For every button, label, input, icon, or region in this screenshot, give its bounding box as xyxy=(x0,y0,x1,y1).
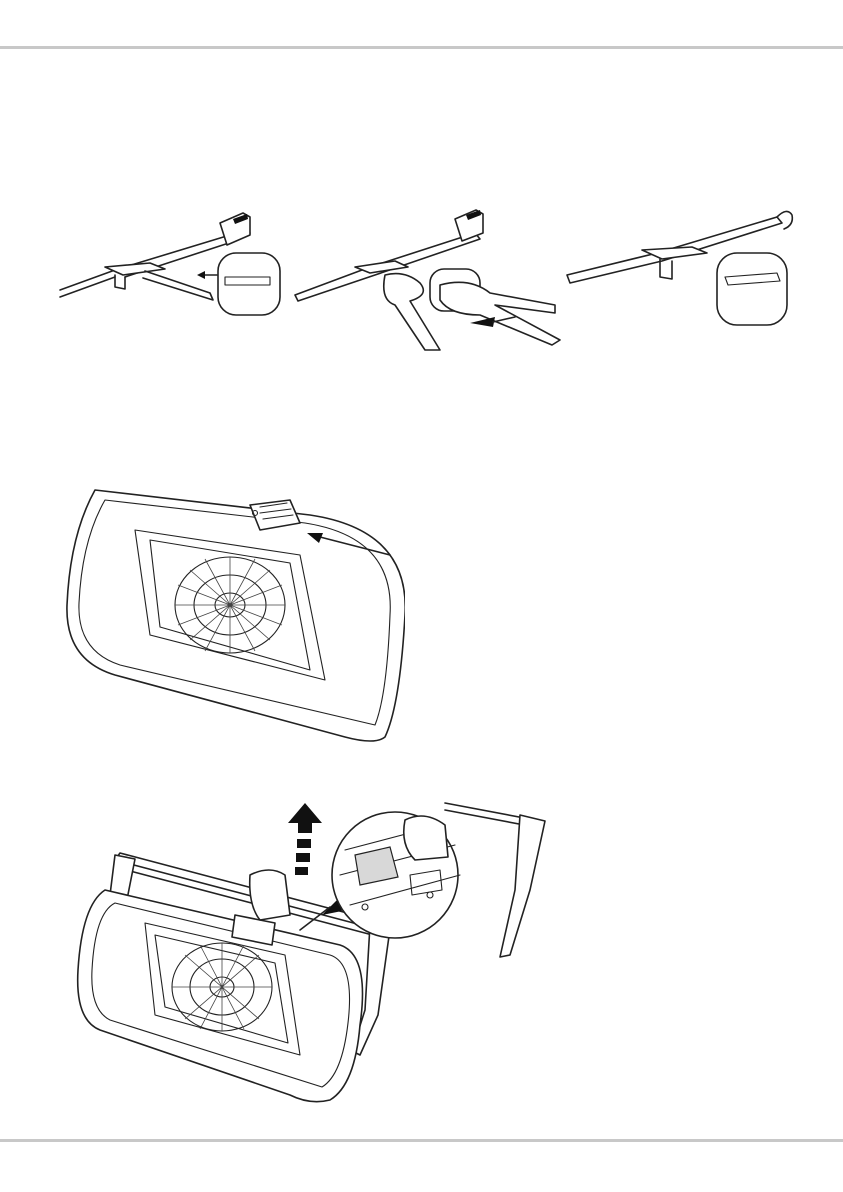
footer-rule xyxy=(0,1139,843,1142)
slide-pad-onto-arm-illustration xyxy=(55,205,295,325)
push-pad-with-hand-illustration xyxy=(290,205,565,355)
tray-attach-to-arms-illustration xyxy=(60,795,555,1110)
header-rule xyxy=(0,46,843,49)
pad-mounted-on-arm-illustration xyxy=(562,205,812,330)
keyboard-tray-with-bracket-illustration xyxy=(55,475,405,750)
